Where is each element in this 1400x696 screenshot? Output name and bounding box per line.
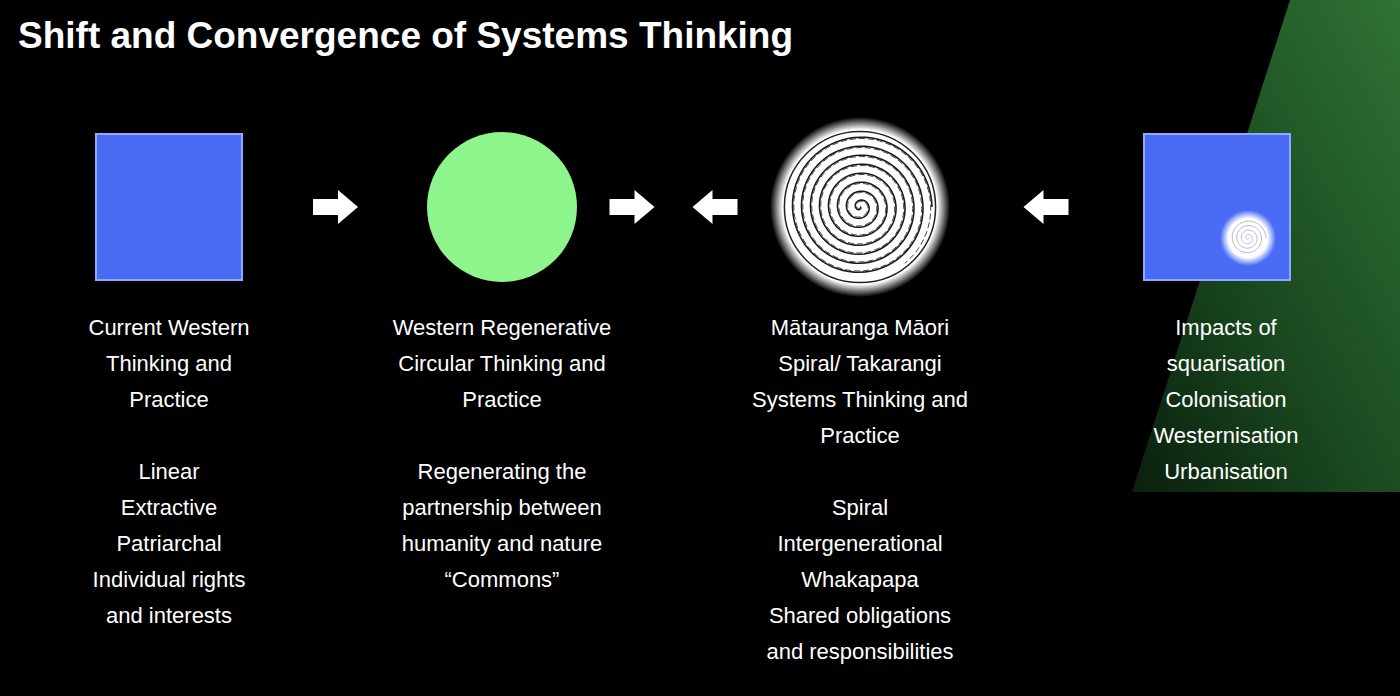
takarangi-spiral: [793, 137, 933, 272]
spiral-disc: [770, 117, 950, 297]
concept-circle: Mātauranga Māori Spiral/ Takarangi Syste…: [770, 117, 950, 297]
block-arrow: [313, 190, 358, 224]
node-heading: Western Regenerative Circular Thinking a…: [386, 310, 618, 418]
green-circle: [427, 132, 577, 282]
node-heading: Current Western Thinking and Practice: [69, 310, 269, 418]
node-body: Spiral Intergenerational Whakapapa Share…: [763, 490, 957, 670]
node-body: Regenerating the partnership between hum…: [395, 454, 609, 598]
small-spiral: [1232, 221, 1266, 253]
node-heading: Mātauranga Māori Spiral/ Takarangi Syste…: [744, 310, 976, 454]
concept-square: Current Western Thinking and PracticeLin…: [95, 133, 243, 281]
block-arrow-connector: [610, 190, 738, 224]
block-arrow: [1024, 190, 1069, 224]
block-arrow: [693, 190, 738, 224]
node-text-column: Western Regenerative Circular Thinking a…: [367, 310, 637, 598]
spiral-ring: [784, 131, 935, 282]
concept-square: Impacts of squarisation Colonisation Wes…: [1143, 133, 1291, 281]
block-arrow-connector: [1024, 190, 1069, 224]
node-heading: Impacts of squarisation Colonisation Wes…: [1145, 310, 1307, 490]
node-outline: [770, 117, 950, 297]
takarangi-spiral: [794, 139, 931, 271]
node-outline: [95, 133, 243, 281]
block-arrow-connector: [313, 190, 358, 224]
concept-circle: Western Regenerative Circular Thinking a…: [427, 132, 577, 282]
node-text-column: Mātauranga Māori Spiral/ Takarangi Syste…: [725, 310, 995, 670]
block-arrow: [610, 190, 655, 224]
small-spiral-glow: [1220, 210, 1276, 266]
green-backdrop: [1132, 0, 1400, 492]
diagram-title: Shift and Convergence of Systems Thinkin…: [18, 14, 793, 58]
node-body: Linear Extractive Patriarchal Individual…: [90, 454, 248, 634]
node-text-column: Current Western Thinking and PracticeLin…: [34, 310, 304, 634]
node-outline: [427, 132, 577, 282]
node-outline: [1143, 133, 1291, 281]
blue-square: [96, 134, 242, 280]
blue-square: [1144, 134, 1290, 280]
node-text-column: Impacts of squarisation Colonisation Wes…: [1091, 310, 1361, 490]
